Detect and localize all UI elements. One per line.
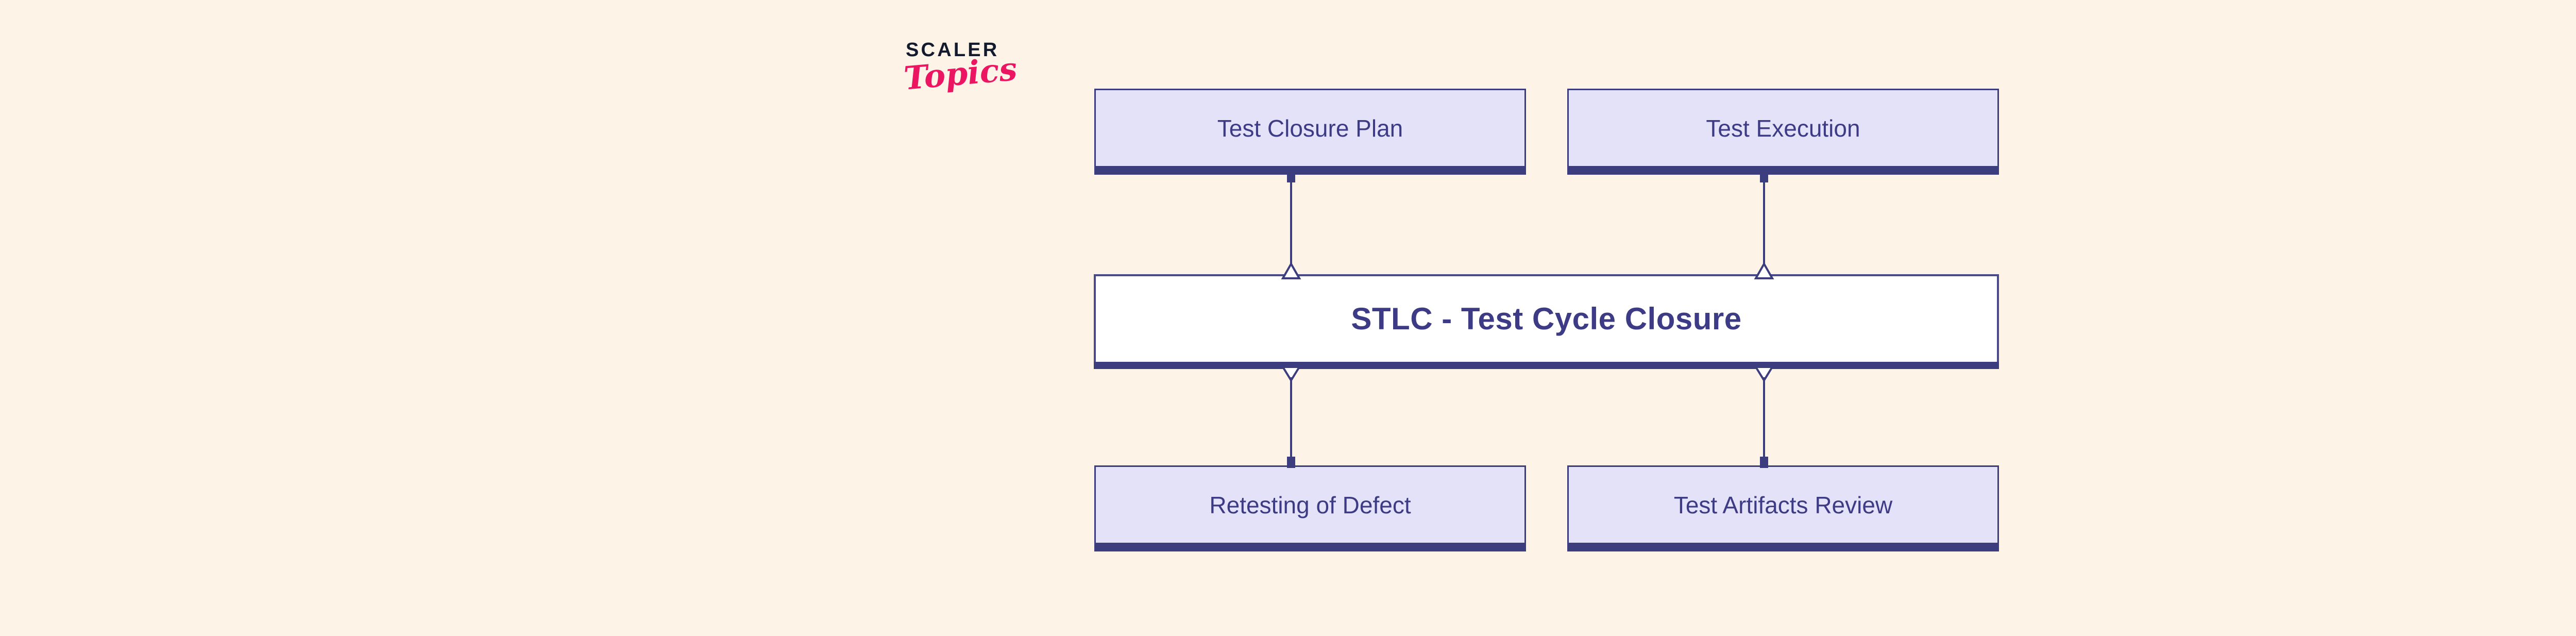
connector-center-to-artifacts-arrow-down <box>1750 361 1778 470</box>
logo-topics-wordmark: Topics <box>902 49 1019 97</box>
scaler-topics-logo: SCALER Topics <box>902 39 1037 133</box>
node-shadow-bar <box>1094 543 1526 551</box>
logo-scaler-wordmark: SCALER <box>906 39 999 61</box>
node-label: Test Closure Plan <box>1217 114 1403 142</box>
node-shadow-bar <box>1567 166 1999 175</box>
node-stlc-test-cycle-closure[interactable]: STLC - Test Cycle Closure <box>1094 274 1999 369</box>
node-shadow-bar <box>1567 543 1999 551</box>
node-test-execution[interactable]: Test Execution <box>1567 89 1999 175</box>
node-body: Test Closure Plan <box>1094 89 1526 166</box>
node-body: Retesting of Defect <box>1094 465 1526 543</box>
node-label: Test Execution <box>1706 114 1860 142</box>
node-shadow-bar <box>1094 166 1526 175</box>
node-test-artifacts-review[interactable]: Test Artifacts Review <box>1567 465 1999 552</box>
node-retesting-of-defect[interactable]: Retesting of Defect <box>1094 465 1526 552</box>
connector-execution-to-center-arrow-up <box>1750 171 1778 279</box>
node-test-closure-plan[interactable]: Test Closure Plan <box>1094 89 1526 175</box>
connector-center-to-retesting-arrow-down <box>1277 361 1306 470</box>
node-label: Retesting of Defect <box>1209 491 1411 518</box>
connector-plan-to-center-arrow-up <box>1277 171 1306 279</box>
node-body: Test Artifacts Review <box>1567 465 1999 543</box>
node-body: Test Execution <box>1567 89 1999 166</box>
node-body: STLC - Test Cycle Closure <box>1094 274 1999 362</box>
node-label: Test Artifacts Review <box>1673 491 1893 518</box>
center-title: STLC - Test Cycle Closure <box>1351 302 1742 336</box>
node-shadow-bar <box>1094 362 1999 369</box>
